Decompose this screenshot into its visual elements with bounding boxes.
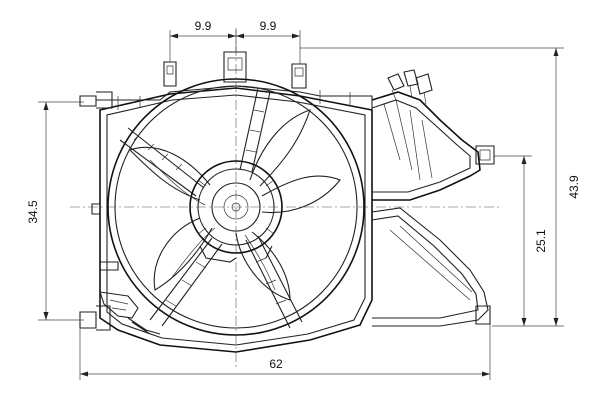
dim-left-label: 34.5 [26, 200, 40, 224]
top-mounting-tabs [163, 51, 307, 89]
dim-bottom-label: 62 [269, 357, 283, 371]
dim-right-outer-label: 43.9 [567, 175, 581, 199]
dim-top-right-label: 9.9 [260, 19, 277, 33]
dim-right-inner-label: 25.1 [534, 229, 548, 253]
dimension-right-outer [300, 47, 564, 327]
dimension-top [169, 30, 301, 64]
right-bracket [371, 69, 495, 327]
dim-top-left-label: 9.9 [195, 19, 212, 33]
spokes [119, 87, 303, 329]
dimension-left [38, 101, 84, 321]
center-lines [70, 28, 500, 370]
dimension-right-inner [494, 155, 532, 326]
shroud-frame [79, 85, 373, 353]
fan-blades [128, 109, 341, 301]
dimension-bottom [79, 324, 491, 380]
motor-hub [189, 160, 283, 263]
fan-ring [107, 78, 365, 336]
